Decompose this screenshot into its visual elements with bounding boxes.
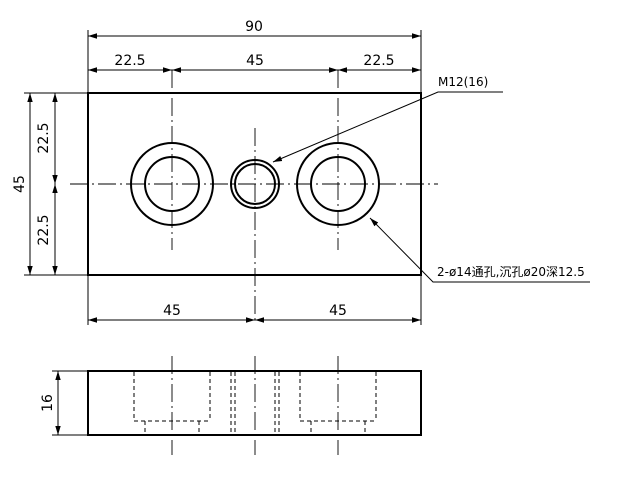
right-counterbore-hole bbox=[296, 142, 380, 226]
side-outline bbox=[87, 370, 422, 436]
dim-center-spacing-text: 45 bbox=[246, 53, 264, 69]
dim-lower-half-text: 22.5 bbox=[36, 214, 52, 245]
dim-height-text: 45 bbox=[12, 175, 28, 193]
left-counterbore-hole bbox=[130, 142, 214, 226]
dim-thickness-text: 16 bbox=[40, 394, 56, 412]
dim-height: 45 bbox=[12, 93, 33, 275]
center-tapped-hole bbox=[230, 159, 280, 209]
dim-vertical-chain: 22.5 22.5 bbox=[36, 93, 58, 275]
dim-upper-half-text: 22.5 bbox=[36, 122, 52, 153]
dim-bottom-chain: 45 45 bbox=[88, 303, 421, 323]
side-view: 16 bbox=[40, 356, 422, 455]
note-counterbore: 2-ø14通孔,沉孔ø20深12.5 bbox=[437, 265, 585, 279]
leader-counterbore: 2-ø14通孔,沉孔ø20深12.5 bbox=[369, 217, 590, 283]
dim-thickness: 16 bbox=[40, 371, 61, 435]
dim-right-offset-text: 22.5 bbox=[363, 53, 394, 69]
dim-hole-spacing-chain: 22.5 45 22.5 bbox=[88, 53, 421, 73]
note-tapped-hole: M12(16) bbox=[438, 75, 488, 89]
leader-tapped-hole: M12(16) bbox=[272, 75, 503, 163]
center-hole-hidden-lines bbox=[230, 372, 280, 434]
dim-overall-width: 90 bbox=[88, 19, 421, 39]
dim-bottom-right-text: 45 bbox=[329, 303, 347, 319]
dim-left-offset-text: 22.5 bbox=[114, 53, 145, 69]
top-view: 90 22.5 45 22.5 45 22.5 22.5 bbox=[12, 19, 590, 325]
dim-overall-width-text: 90 bbox=[245, 19, 263, 35]
dim-bottom-left-text: 45 bbox=[163, 303, 181, 319]
